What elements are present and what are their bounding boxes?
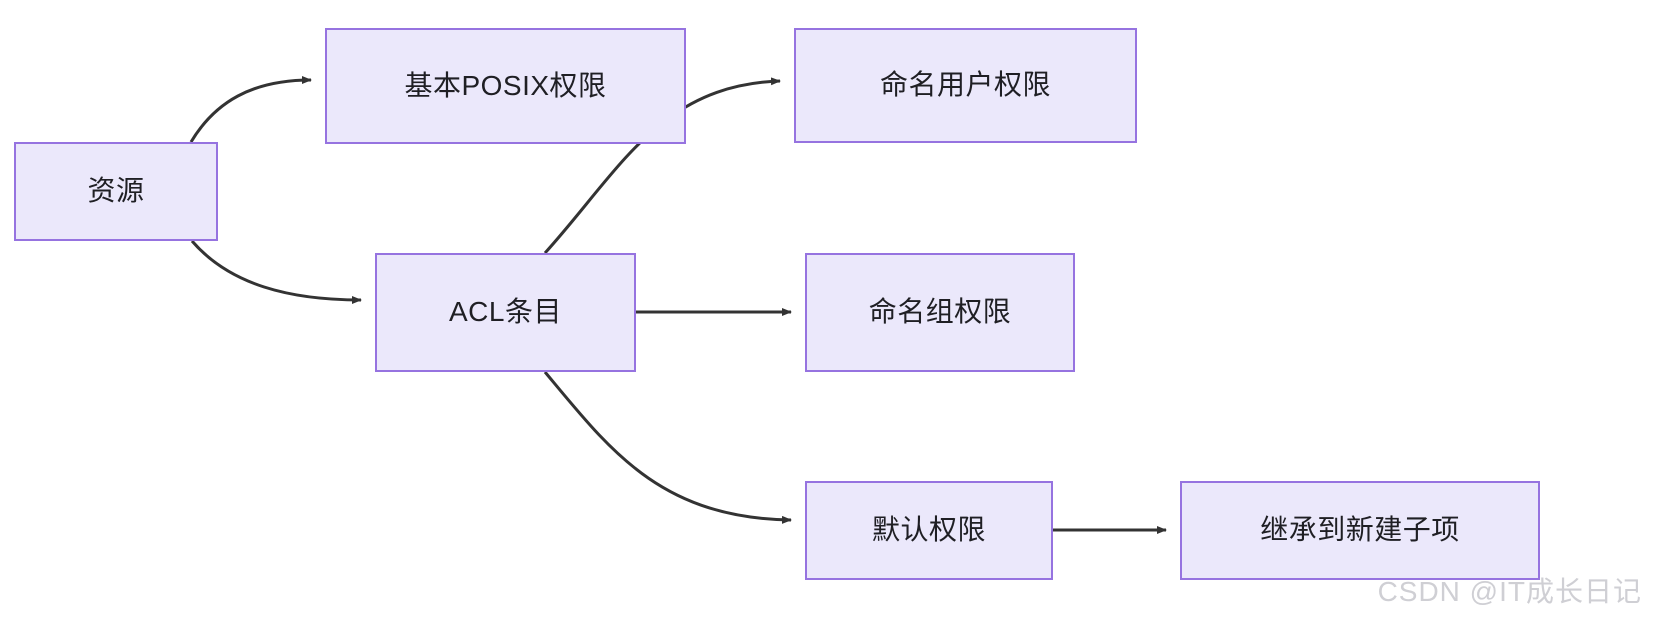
node-basic-posix-permissions[interactable]: 基本POSIX权限 bbox=[325, 28, 686, 144]
node-basic-posix-permissions-label: 基本POSIX权限 bbox=[404, 69, 607, 101]
node-named-user-permissions[interactable]: 命名用户权限 bbox=[794, 28, 1137, 143]
node-acl-entry[interactable]: ACL条目 bbox=[375, 253, 636, 372]
node-acl-entry-label: ACL条目 bbox=[449, 296, 562, 328]
node-default-permissions-label: 默认权限 bbox=[871, 514, 986, 546]
node-named-group-permissions-label: 命名组权限 bbox=[868, 296, 1012, 328]
edge-resource-to-posix bbox=[189, 76, 312, 143]
node-named-user-permissions-label: 命名用户权限 bbox=[879, 69, 1051, 101]
edge-resource-to-acl bbox=[190, 240, 362, 304]
node-inherit-to-new-children[interactable]: 继承到新建子项 bbox=[1180, 481, 1540, 580]
node-resource-label: 资源 bbox=[87, 175, 145, 207]
edge-acl-to-defaultacl bbox=[543, 371, 792, 524]
node-default-permissions[interactable]: 默认权限 bbox=[805, 481, 1053, 580]
node-inherit-to-new-children-label: 继承到新建子项 bbox=[1260, 514, 1460, 546]
node-resource[interactable]: 资源 bbox=[14, 142, 218, 241]
watermark: CSDN @IT成长日记 bbox=[1377, 576, 1642, 607]
node-named-group-permissions[interactable]: 命名组权限 bbox=[805, 253, 1075, 372]
